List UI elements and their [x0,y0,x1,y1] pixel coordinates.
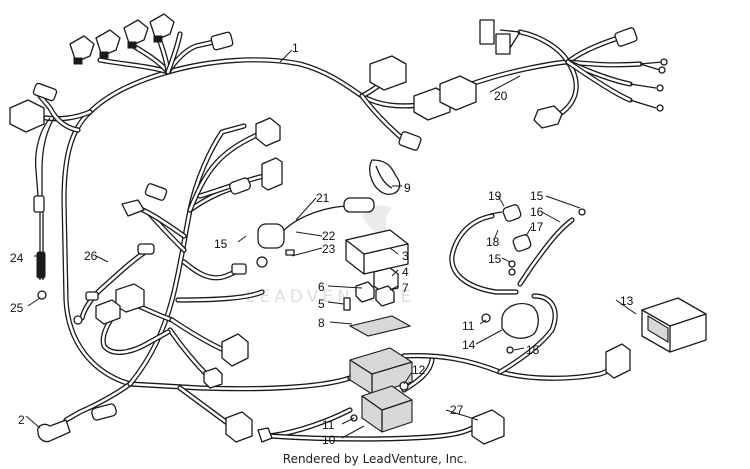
callout-10: 10 [322,433,336,447]
callout-21: 21 [316,191,330,205]
callout-15a: 15 [214,237,228,251]
connectors [9,13,707,445]
connector-20-group [439,19,668,129]
callout-3: 3 [402,249,409,263]
callout-16: 16 [530,205,544,219]
part-2-connector [37,403,117,443]
callout-12: 12 [412,363,426,377]
inner-connectors [121,117,283,275]
part-8-board [348,315,412,337]
callout-labels: 1 2 3 4 5 6 7 8 9 10 11 11 12 13 14 15 1… [10,41,634,447]
part-4-relay [373,267,399,293]
part-15-bolts [508,208,586,276]
connector-right [605,343,631,379]
callout-7: 7 [402,281,409,295]
part-19-boot [489,204,522,222]
part-24-wire [33,117,55,300]
callout-2: 2 [18,413,25,427]
callout-5: 5 [318,297,325,311]
part-5-fuse [343,297,351,311]
callout-20: 20 [494,89,508,103]
callout-25: 25 [10,301,24,315]
callout-19: 19 [488,189,502,203]
leaders [25,49,637,439]
callout-8: 8 [318,316,325,330]
connector-lower-center [203,333,273,443]
battery-cable-harness [449,213,575,295]
callout-18: 18 [486,235,500,249]
part-14-solenoid [481,303,539,354]
callout-22: 22 [322,229,336,243]
part-13-module [641,297,707,353]
callout-15d: 15 [526,343,540,357]
callout-15c: 15 [488,252,502,266]
fuse-block [349,347,413,395]
part-7-relay [375,285,395,307]
callout-27: 27 [450,403,464,417]
part-9-clamp [369,159,401,195]
part-6-relay [355,281,375,303]
callout-13: 13 [620,294,634,308]
callout-11b: 11 [462,319,475,333]
render-credit: Rendered by LeadVenture, Inc. [282,452,468,466]
part-10-regulator [350,381,413,433]
callout-4: 4 [402,265,409,279]
part-21-coil [256,197,375,268]
callout-23: 23 [322,242,336,256]
callout-24: 24 [10,251,24,265]
callout-14: 14 [462,338,476,352]
part-3-cover [345,229,409,275]
callout-11a: 11 [322,418,335,432]
callout-6: 6 [318,280,325,294]
callout-17: 17 [530,220,544,234]
callout-9: 9 [404,181,411,195]
connector-cluster-top-left [69,13,234,65]
callout-26: 26 [84,249,98,263]
part-17-boot [512,234,532,252]
connector-left [9,82,58,133]
part-26-connectors [73,243,155,325]
callout-1: 1 [292,41,299,55]
callout-15b: 15 [530,189,544,203]
part-27-connector [471,409,505,445]
